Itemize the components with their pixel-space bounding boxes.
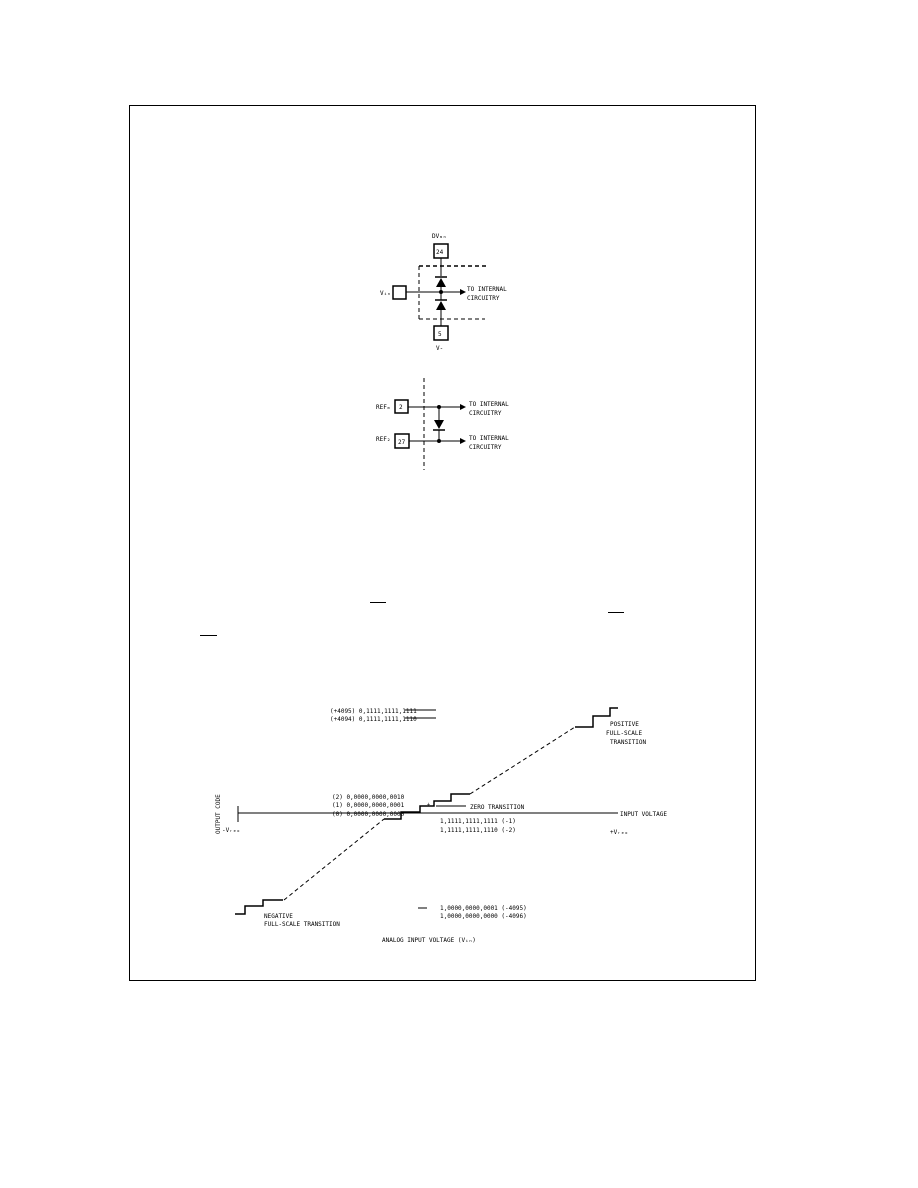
input-voltage-label: INPUT VOLTAGE (620, 811, 667, 818)
ref-out2-line1: TO INTERNAL (469, 435, 509, 442)
code-mid-3: (0) 0,0000,0000,0000 (332, 811, 405, 818)
positive-dashed-ramp (469, 726, 576, 795)
bottom-pin-box (433, 325, 449, 341)
ref-pin1-number: 2 (399, 404, 403, 411)
bottom-supply-label: V- (436, 345, 443, 352)
positive-transition-3: TRANSITION (610, 739, 647, 746)
positive-staircase (575, 707, 618, 728)
code-bottom-2: 1,0000,0000,0000 (-4096) (440, 913, 527, 920)
pos-vref-label: +Vᵣₑₒ (610, 829, 628, 836)
ref-pin1-label: REFₘ (376, 404, 390, 411)
input-protection-diagram: DVₘₙ 24 Vᵢₙ TO INTERNAL CIRCUITRY 5 V- (380, 233, 507, 352)
top-supply-label: DVₘₙ (432, 233, 446, 240)
overline-mark (370, 602, 386, 603)
figure-frame (129, 105, 756, 981)
protection-diode-upper (436, 278, 446, 287)
code-top-2: (+4094) 0,1111,1111,1110 (330, 716, 417, 723)
ref-out2-line2: CIRCUITRY (469, 444, 502, 451)
overline-mark (608, 612, 624, 613)
ref-pin2-label: REF₂ (376, 436, 390, 443)
ref-pin2-number: 27 (398, 439, 406, 446)
overline-mark (200, 635, 217, 636)
analog-input-axis-label: ANALOG INPUT VOLTAGE (Vᵢₙ) (382, 937, 476, 944)
output-label-line1: TO INTERNAL (467, 286, 507, 293)
negative-dashed-ramp (283, 818, 385, 901)
protection-diode-lower (436, 301, 446, 310)
output-code-label: OUTPUT CODE (215, 794, 222, 834)
reference-protection-diagram: REFₘ 2 REF₂ 27 TO INTERNAL CIRCUITRY TO … (376, 378, 509, 470)
neg-vref-label: -Vᵣₑₒ (222, 827, 240, 834)
reference-diode (434, 420, 444, 429)
output-label-line2: CIRCUITRY (467, 295, 500, 302)
ref-out1-line1: TO INTERNAL (469, 401, 509, 408)
positive-transition-2: FULL-SCALE (606, 730, 643, 737)
ref-out1-arrow (460, 404, 466, 410)
code-top-1: (+4095) 0,1111,1111,1111 (330, 708, 417, 715)
transfer-characteristic-diagram: + (+4095) 0,1111,1111,1111 (+4094) 0,111… (215, 707, 667, 944)
code-mid-1: (2) 0,0000,0000,0010 (332, 794, 405, 801)
bottom-pin-number: 5 (438, 331, 442, 338)
code-neg-small-2: 1,1111,1111,1110 (-2) (440, 827, 516, 834)
output-arrow (460, 289, 466, 295)
code-bottom-1: 1,0000,0000,0001 (-4095) (440, 905, 527, 912)
negative-transition-1: NEGATIVE (264, 913, 293, 920)
negative-staircase (235, 899, 283, 915)
negative-transition-2: FULL-SCALE TRANSITION (264, 921, 340, 928)
zero-transition-label: ZERO TRANSITION (470, 804, 525, 811)
ref-out1-line2: CIRCUITRY (469, 410, 502, 417)
code-neg-small-1: 1,1111,1111,1111 (-1) (440, 818, 516, 825)
input-pin-box (392, 285, 407, 300)
input-pin-label: Vᵢₙ (380, 290, 391, 297)
ref-out2-arrow (460, 438, 466, 444)
code-mid-2: (1) 0,0000,0000,0001 (332, 802, 405, 809)
positive-transition-1: POSITIVE (610, 721, 639, 728)
top-pin-number: 24 (436, 249, 444, 256)
center-staircase (384, 793, 470, 820)
zero-transition-mark: + (427, 802, 430, 808)
